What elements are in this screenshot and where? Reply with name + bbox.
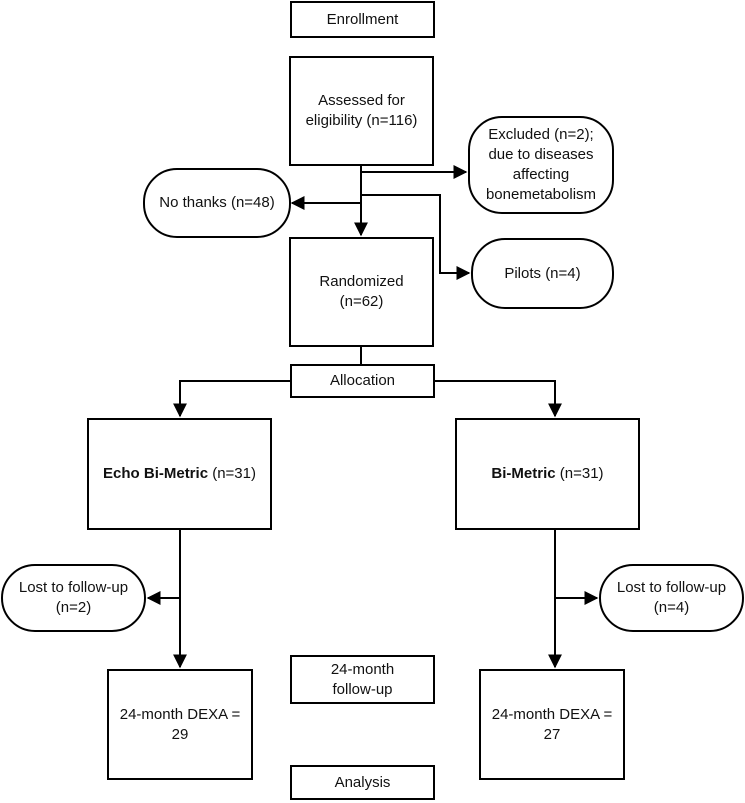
right-arm-label: Bi-Metric (n=31) bbox=[491, 464, 603, 484]
dexa-left-label-1: 24-month DEXA = bbox=[119, 705, 241, 723]
followup-box: 24-month follow-up bbox=[290, 655, 435, 704]
connector-to-pilots bbox=[361, 194, 471, 280]
pilots-box: Pilots (n=4) bbox=[471, 238, 614, 309]
left-arm-label: Echo Bi-Metric (n=31) bbox=[103, 464, 256, 484]
dexa-right-box: 24-month DEXA = 27 bbox=[479, 669, 625, 780]
pilots-label: Pilots (n=4) bbox=[504, 264, 581, 282]
excluded-box: Excluded (n=2); due to diseases affectin… bbox=[468, 116, 614, 214]
left-arm-box: Echo Bi-Metric (n=31) bbox=[87, 418, 272, 530]
analysis-box: Analysis bbox=[290, 765, 435, 800]
assessed-label-1: Assessed for bbox=[318, 92, 405, 109]
left-arm-count: (n=31) bbox=[208, 465, 256, 482]
excluded-label-1: Excluded (n=2); bbox=[488, 126, 594, 143]
lost-right-label-1: Lost to follow-up bbox=[616, 579, 727, 596]
right-arm-name: Bi-Metric bbox=[491, 465, 556, 482]
allocation-box: Allocation bbox=[290, 364, 435, 398]
assessed-label-2: eligibility (n=116) bbox=[305, 112, 418, 129]
dexa-left-label-2: 29 bbox=[171, 725, 189, 743]
left-arm-name: Echo Bi-Metric bbox=[103, 465, 209, 482]
lost-left-label-1: Lost to follow-up bbox=[18, 579, 129, 596]
assessed-box: Assessed for eligibility (n=116) bbox=[289, 56, 434, 166]
followup-label-2: follow-up bbox=[332, 680, 393, 698]
followup-label-1: 24-month bbox=[330, 660, 395, 678]
dexa-right-label-1: 24-month DEXA = bbox=[491, 705, 613, 723]
analysis-label: Analysis bbox=[334, 773, 391, 791]
no-thanks-box: No thanks (n=48) bbox=[143, 168, 291, 238]
randomized-box: Randomized (n=62) bbox=[289, 237, 434, 347]
lost-right-label-2: (n=4) bbox=[653, 599, 690, 616]
right-arm-box: Bi-Metric (n=31) bbox=[455, 418, 640, 530]
excluded-label-3: affecting bbox=[512, 166, 570, 183]
lost-left-box: Lost to follow-up (n=2) bbox=[1, 564, 146, 632]
right-arm-count: (n=31) bbox=[555, 465, 604, 482]
connector-allocation-right bbox=[434, 380, 562, 418]
excluded-label-2: due to diseases bbox=[488, 146, 594, 163]
connector-allocation-left bbox=[173, 380, 291, 418]
enrollment-box: Enrollment bbox=[290, 1, 435, 38]
allocation-label: Allocation bbox=[329, 372, 396, 389]
enrollment-label: Enrollment bbox=[326, 10, 399, 28]
randomized-label-2: (n=62) bbox=[339, 293, 384, 310]
dexa-left-box: 24-month DEXA = 29 bbox=[107, 669, 253, 780]
dexa-right-label-2: 27 bbox=[543, 725, 561, 743]
lost-right-box: Lost to follow-up (n=4) bbox=[599, 564, 744, 632]
excluded-label-4: bonemetabolism bbox=[485, 186, 597, 203]
randomized-label-1: Randomized bbox=[319, 273, 404, 290]
lost-left-label-2: (n=2) bbox=[55, 599, 92, 616]
no-thanks-label: No thanks (n=48) bbox=[159, 194, 275, 211]
